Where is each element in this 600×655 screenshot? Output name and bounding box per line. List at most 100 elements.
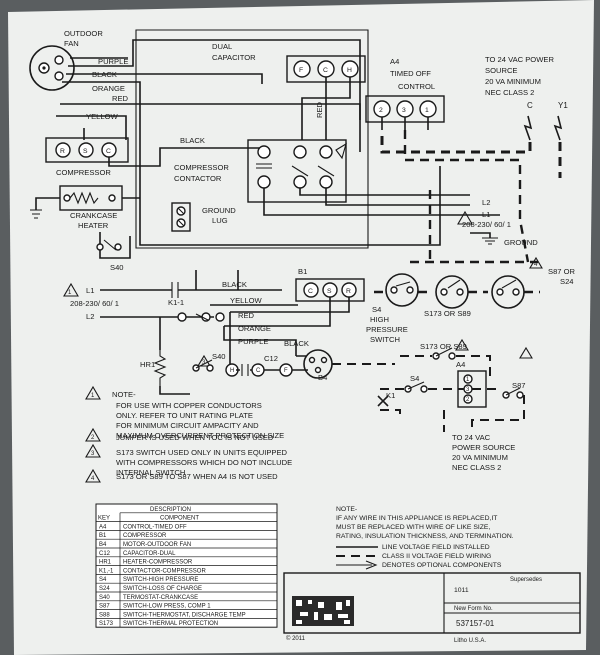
legend-class2: CLASS II VOLTAGE FIELD WIRING xyxy=(382,553,491,560)
a4-terminal-3: 3 xyxy=(402,107,406,114)
table-cell-key: S173 xyxy=(99,621,114,627)
label-k1-lower: K1 xyxy=(386,391,395,400)
triangle-number-l1: 1 xyxy=(68,290,72,296)
wire-label-purple: PURPLE xyxy=(98,57,128,66)
cap-terminal-f: F xyxy=(299,67,303,74)
compressor-contactor-box xyxy=(247,139,347,203)
svg-text:3: 3 xyxy=(91,451,95,457)
label-s4-4: SWITCH xyxy=(370,335,400,344)
wire-label-black: BLACK xyxy=(92,70,117,79)
note-4: 4 xyxy=(85,468,101,483)
compressor-box xyxy=(45,137,129,163)
label-24vac-top-2: SOURCE xyxy=(485,66,518,75)
note-3-triangle-s40 xyxy=(197,354,211,367)
a4-lower-terminal-3: 3 xyxy=(466,387,470,393)
note-1: 1 xyxy=(85,385,101,400)
paper-sheet xyxy=(8,0,594,655)
table-cell-key: A4 xyxy=(99,524,107,530)
label-a4-lower: A4 xyxy=(456,360,465,369)
cap-terminal-h: H xyxy=(347,67,352,74)
b1-terminal-r: R xyxy=(346,288,351,295)
label-supply-lower: 208-230/ 60/ 1 xyxy=(70,299,119,308)
note-4-triangle-s87 xyxy=(529,256,543,269)
label-a4: A4 xyxy=(390,57,399,66)
a4-lower-terminal-1: 1 xyxy=(466,377,470,383)
label-s87-s24-1: S87 OR xyxy=(548,267,576,276)
svg-text:4: 4 xyxy=(91,476,95,482)
label-24vac-top-4: NEC CLASS 2 xyxy=(485,88,534,97)
wire-label-yellow: YELLOW xyxy=(86,112,118,121)
wire-label-purple-lower: PURPLE xyxy=(238,337,268,346)
table-cell-component: HEATER-COMPRESSOR xyxy=(123,560,193,566)
label-s173-s89-lower: S173 OR S89 xyxy=(420,342,467,351)
table-cell-component: SWITCH-THERMOSTAT, DISCHARGE TEMP xyxy=(123,612,246,618)
label-dual-capacitor-1: DUAL xyxy=(212,42,232,51)
label-24vac-lower-4: NEC CLASS 2 xyxy=(452,463,501,472)
title-supersedes-label: Supersedes xyxy=(510,577,542,583)
title-litho: Litho U.S.A. xyxy=(454,638,486,644)
side-note-line-3: RATING, INSULATION THICKNESS, AND TERMIN… xyxy=(336,533,514,540)
terminal-label-c: C xyxy=(527,101,533,110)
label-a4-control: CONTROL xyxy=(398,82,435,91)
terminal-label-y1: Y1 xyxy=(558,101,568,110)
legend-line-voltage: LINE VOLTAGE FIELD INSTALLED xyxy=(382,544,490,551)
label-b1: B1 xyxy=(298,267,307,276)
wire-label-red: RED xyxy=(112,94,129,103)
legend-optional: DENOTES OPTIONAL COMPONENTS xyxy=(382,562,502,569)
wire-label-orange-lower: ORANGE xyxy=(238,324,271,333)
table-head-component: COMPONENT xyxy=(160,516,199,522)
table-cell-key: S40 xyxy=(99,595,110,601)
table-title: DESCRIPTION xyxy=(150,507,191,513)
contactor-contacts xyxy=(256,142,347,189)
label-24vac-lower-2: POWER SOURCE xyxy=(452,443,515,452)
outdoor-fan-motor-symbol xyxy=(29,45,75,91)
label-24vac-lower-3: 20 VA MINIMUM xyxy=(452,453,508,462)
label-s87-lower: S87 xyxy=(512,381,526,390)
triangle-number-s40: 3 xyxy=(202,360,206,366)
label-24vac-lower-1: TO 24 VAC xyxy=(452,433,491,442)
label-outdoor-fan-1: OUTDOOR xyxy=(64,29,103,38)
qr-code-image xyxy=(292,596,354,626)
note-3: 3 xyxy=(85,443,101,458)
label-a4-timed-off: TIMED OFF xyxy=(390,69,431,78)
note-3-line-1: S173 SWITCH USED ONLY IN UNITS EQUIPPED xyxy=(116,448,288,457)
a4-terminal-1: 1 xyxy=(425,107,429,114)
a4-lower-terminal-2: 2 xyxy=(466,397,470,403)
note-1-triangle-top xyxy=(457,210,473,225)
label-compressor: COMPRESSOR xyxy=(56,168,111,177)
note-1-line-4: MAXIMUM OVERCURRENT PROTECTION SIZE xyxy=(116,431,284,440)
dual-capacitor-terminals xyxy=(293,60,359,78)
note-3-line-2: WITH COMPRESSORS WHICH DO NOT INCLUDE xyxy=(116,458,292,467)
comp-terminal-r: R xyxy=(60,148,65,155)
table-cell-key: B1 xyxy=(99,533,107,539)
table-cell-component: TERMOSTAT-CRANKCASE xyxy=(123,595,198,601)
label-s4-2: HIGH xyxy=(370,315,389,324)
title-block xyxy=(283,572,581,634)
table-cell-key: S87 xyxy=(99,604,110,610)
label-l2-top: L2 xyxy=(482,198,490,207)
label-ground-lug-1: GROUND xyxy=(202,206,236,215)
title-form-number: 537157-01 xyxy=(456,619,495,628)
note-3-triangle-lower xyxy=(455,338,469,351)
title-supersedes-value: 1011 xyxy=(454,587,469,594)
side-note-line-1: IF ANY WIRE IN THIS APPLIANCE IS REPLACE… xyxy=(336,515,497,522)
table-cell-component: SWITCH-THERMAL PROTECTION xyxy=(123,621,218,627)
table-cell-key: S24 xyxy=(99,586,110,592)
label-24vac-top-1: TO 24 VAC POWER xyxy=(485,55,554,64)
table-cell-key: HR1 xyxy=(99,560,112,566)
comp-terminal-c: C xyxy=(106,148,111,155)
note-2: 2 xyxy=(85,427,101,442)
label-s4-3: PRESSURE xyxy=(366,325,408,334)
label-ground: GROUND xyxy=(504,238,538,247)
svg-text:2: 2 xyxy=(91,435,95,441)
label-supply-top: 208-230/ 60/ 1 xyxy=(462,220,511,229)
note-1-triangle-lower xyxy=(63,282,79,297)
label-s173-s89-top: S173 OR S89 xyxy=(424,309,471,318)
label-hr1: HR1 xyxy=(140,360,155,369)
label-k1-1: K1-1 xyxy=(168,298,184,307)
note-3-line-3: INTERNAL SWITCH xyxy=(116,468,185,477)
table-cell-component: SWITCH-LOW PRESS, COMP 1 xyxy=(123,604,211,610)
triangle-number-s87: 4 xyxy=(534,262,538,268)
control-box-outline xyxy=(135,29,369,249)
